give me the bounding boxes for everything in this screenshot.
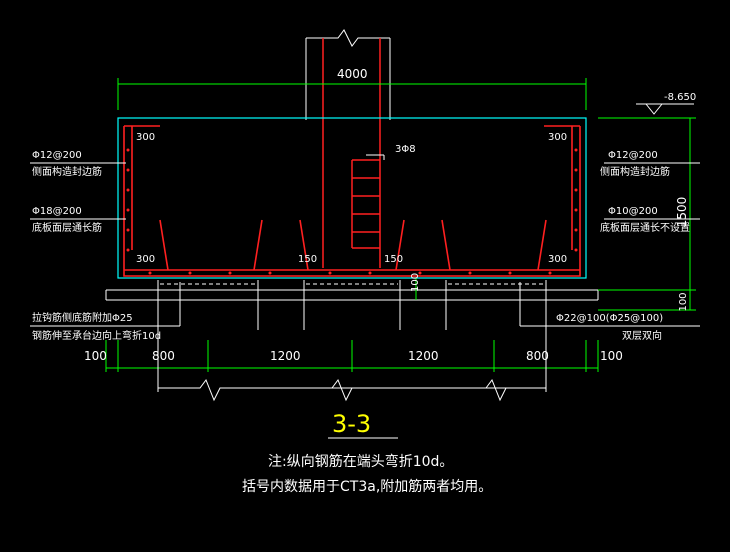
- dim-top-width: 4000: [337, 67, 368, 81]
- bottom-rebar: [123, 125, 581, 277]
- right-top-note: 侧面构造封边筋: [600, 165, 670, 178]
- pile-cap: [117, 117, 587, 279]
- blinding-layer: [105, 289, 599, 301]
- column: [305, 29, 391, 120]
- dim-inner-150-l: 150: [298, 254, 317, 265]
- note-line2: 括号内数据用于CT3a,附加筋两者均用。: [242, 478, 492, 495]
- right-bottom-note: 双层双向: [622, 329, 662, 342]
- dim-bottom-seg1: 800: [152, 349, 175, 363]
- left-top-note: 侧面构造封边筋: [32, 165, 102, 178]
- dim-bottom-seg2: 1200: [270, 349, 301, 363]
- stirrup-leader: [366, 154, 385, 160]
- left-mid-bar: Φ18@200: [32, 206, 82, 217]
- dim-bottom-seg3: 1200: [408, 349, 439, 363]
- right-bottom-bar: Φ22@100(Φ25@100): [556, 313, 663, 324]
- note-line1: 注:纵向钢筋在端头弯折10d。: [268, 453, 453, 470]
- elevation-label: -8.650: [664, 92, 696, 103]
- right-mid-bar: Φ10@200: [608, 206, 658, 217]
- left-mid-note: 底板面层通长筋: [32, 221, 102, 234]
- right-top-bar: Φ12@200: [608, 150, 658, 161]
- dim-inner-150-r: 150: [384, 254, 403, 265]
- dim-inner-300-tl: 300: [136, 132, 155, 143]
- dim-inner-300-tr: 300: [548, 132, 567, 143]
- section-title: 3-3: [332, 410, 371, 438]
- right-mid-note: 底板面层通长不设置: [600, 221, 690, 234]
- left-bottom-note2: 钢筋伸至承台边向上弯折10d: [32, 329, 161, 342]
- dim-bottom-left-edge: 100: [84, 349, 107, 363]
- pile-axis: [157, 330, 547, 402]
- dim-bottom-right-edge: 100: [600, 349, 623, 363]
- dim-inner-300-br: 300: [548, 254, 567, 265]
- dimension-lines: [105, 78, 696, 372]
- leader-lines: [30, 162, 700, 327]
- dim-bottom-seg4: 800: [526, 349, 549, 363]
- dim-inner-300-bl: 300: [136, 254, 155, 265]
- stirrup-label: 3Φ8: [395, 144, 416, 155]
- left-top-bar: Φ12@200: [32, 150, 82, 161]
- rebar-dots: [126, 148, 578, 275]
- elevation-symbol: [636, 103, 694, 115]
- left-bottom-note1: 拉钩筋侧底筋附加Φ25: [32, 311, 133, 324]
- dim-right-bottom: 100: [678, 292, 689, 311]
- dim-cover-100: 100: [410, 273, 421, 292]
- column-rebar: [322, 38, 381, 268]
- piles: [157, 280, 547, 330]
- dim-right-height: 1500: [675, 197, 689, 228]
